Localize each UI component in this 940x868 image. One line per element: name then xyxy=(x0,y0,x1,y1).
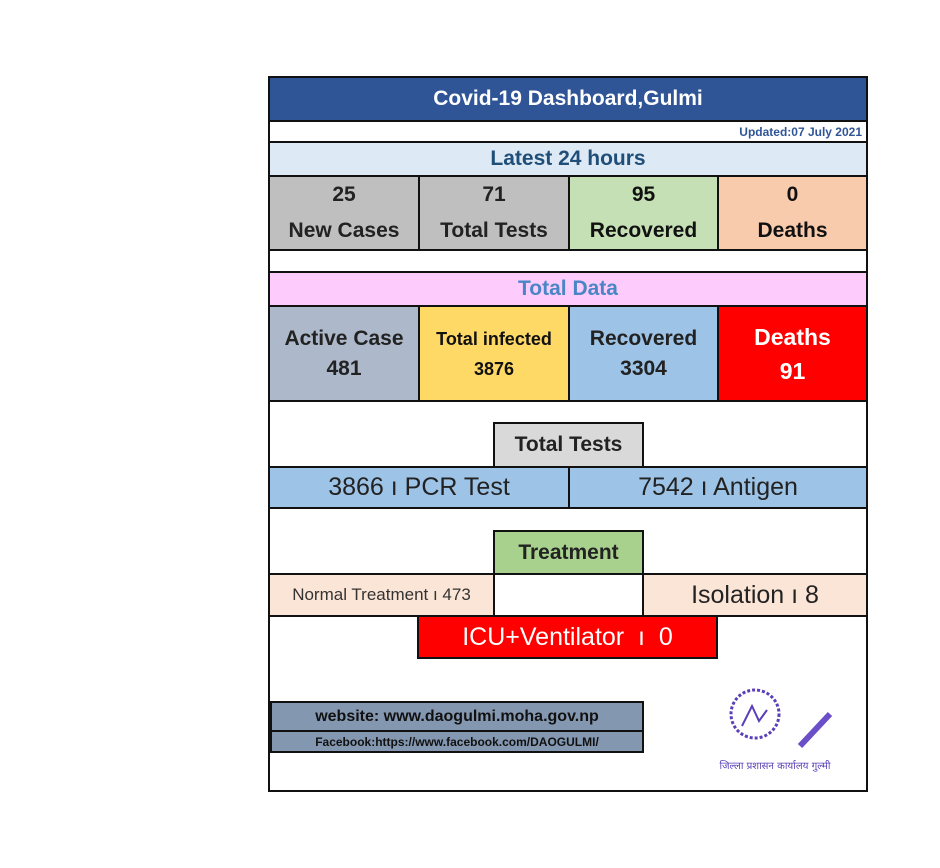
total-data-heading: Total Data xyxy=(268,271,868,307)
isolation: Isolation ı 8 xyxy=(642,573,868,617)
value: 3304 xyxy=(620,356,667,380)
label: Deaths xyxy=(757,219,828,242)
value: 481 xyxy=(326,356,362,380)
value: 0 xyxy=(786,183,799,206)
office-stamp: जिल्ला प्रशासन कार्यालय गुल्मी xyxy=(700,684,850,784)
icu-ventilator: ICU+Ventilator ı 0 xyxy=(417,615,718,659)
pcr-tests: 3866 ı PCR Test xyxy=(268,466,570,509)
label: Total infected xyxy=(436,328,552,349)
label: Total Tests xyxy=(440,219,548,242)
value: 71 xyxy=(482,183,506,206)
total-tests-heading: Total Tests xyxy=(493,422,644,468)
treatment-blank-cell xyxy=(493,573,644,617)
label: New Cases xyxy=(288,219,400,242)
updated-date: Updated:07 July 2021 xyxy=(739,125,862,139)
value: 91 xyxy=(779,357,806,384)
latest-24h-heading: Latest 24 hours xyxy=(268,141,868,177)
value: 25 xyxy=(332,183,356,206)
value: 3876 xyxy=(473,358,515,379)
value: 95 xyxy=(631,183,656,206)
treatment-heading: Treatment xyxy=(493,530,644,575)
total-deaths: Deaths 91 xyxy=(717,305,868,402)
label: Recovered xyxy=(589,326,698,350)
normal-treatment: Normal Treatment ı 473 xyxy=(268,573,495,617)
antigen-tests: 7542 ı Antigen xyxy=(568,466,868,509)
stamp-text: जिल्ला प्रशासन कार्यालय गुल्मी xyxy=(719,761,831,772)
dashboard-title: Covid-19 Dashboard,Gulmi xyxy=(268,76,868,122)
label: Active Case xyxy=(284,326,404,350)
total-recovered: Recovered 3304 xyxy=(568,305,719,402)
total-infected: Total infected 3876 xyxy=(418,305,570,402)
facebook-link[interactable]: Facebook:https://www.facebook.com/DAOGUL… xyxy=(270,730,644,753)
label: Deaths xyxy=(754,323,831,350)
stamp-emblem-icon xyxy=(729,688,833,749)
label: Recovered xyxy=(589,219,698,242)
total-active-case: Active Case 481 xyxy=(268,305,420,402)
website-link[interactable]: website: www.daogulmi.moha.gov.np xyxy=(270,701,644,732)
